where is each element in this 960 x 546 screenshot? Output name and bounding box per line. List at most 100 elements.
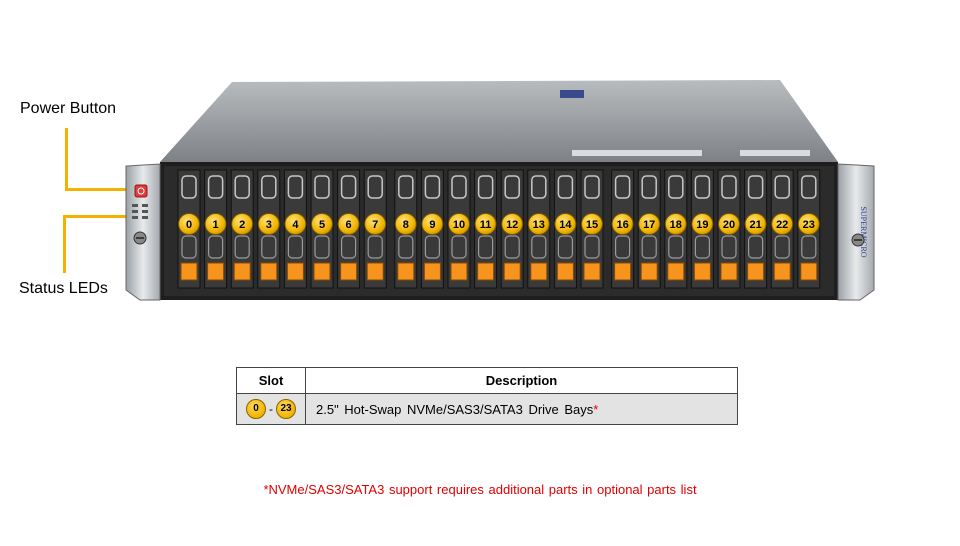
drive-tray-latch xyxy=(747,262,765,281)
drive-bay-16: 16 xyxy=(611,169,635,289)
drive-bay-6: 6 xyxy=(337,169,361,289)
bay-number-badge xyxy=(284,213,307,235)
table-row: 0-23 2.5" Hot-Swap NVMe/SAS3/SATA3 Drive… xyxy=(236,393,738,425)
drive-tray-latch xyxy=(366,262,384,281)
drive-bay-14: 14 xyxy=(553,169,577,289)
slot-column-header: Slot xyxy=(236,367,306,394)
bay-number-label: 18 xyxy=(670,219,682,231)
bay-number-badge xyxy=(448,213,470,235)
drive-bay-20: 20 xyxy=(717,169,741,289)
power-button-label: Power Button xyxy=(20,100,117,117)
drive-tray-latch xyxy=(450,262,468,281)
bay-number-label: 9 xyxy=(429,219,435,231)
bay-number-label: 1 xyxy=(213,219,219,231)
bay-number-label: 12 xyxy=(506,219,518,231)
bay-number-badge xyxy=(231,213,254,235)
bay-number-label: 2 xyxy=(239,219,245,231)
bay-number-badge xyxy=(691,213,714,235)
drive-bay-21: 21 xyxy=(744,169,768,289)
drive-bay-3: 3 xyxy=(257,169,281,289)
bay-number-badge xyxy=(311,213,333,235)
description-asterisk: * xyxy=(593,401,599,417)
drive-tray-latch xyxy=(800,262,818,281)
drive-tray-latch xyxy=(693,262,711,281)
slot-range-cell: 0-23 xyxy=(236,393,306,425)
chassis-label-sticker xyxy=(560,90,584,98)
drive-tray-latch xyxy=(530,262,548,281)
bay-number-label: 19 xyxy=(696,219,708,231)
bay-number-label: 23 xyxy=(803,219,815,231)
bay-number-badge xyxy=(474,213,497,235)
bay-number-badge xyxy=(581,213,603,235)
bay-number-badge xyxy=(527,213,550,235)
bay-number-badge xyxy=(638,213,661,235)
status-leds-callout-vertical xyxy=(63,215,66,273)
description-column-header: Description xyxy=(305,367,738,394)
drive-bay-5: 5 xyxy=(310,169,334,289)
bay-number-badge xyxy=(554,213,577,235)
drive-tray-latch xyxy=(260,262,278,281)
drive-tray-latch xyxy=(477,262,495,281)
slot-range-dash: - xyxy=(269,402,273,416)
drive-bay-17: 17 xyxy=(637,169,661,289)
drive-tray-latch xyxy=(423,262,441,281)
bay-number-label: 14 xyxy=(559,219,572,231)
bay-number-badge xyxy=(337,213,360,235)
drive-tray-latch xyxy=(180,262,198,281)
chassis-top-cover xyxy=(160,80,838,162)
drive-bay-9: 9 xyxy=(420,169,444,289)
bay-number-label: 10 xyxy=(453,219,465,231)
drive-bay-23: 23 xyxy=(797,169,821,289)
bay-number-badge xyxy=(771,213,794,235)
drive-tray-latch xyxy=(556,262,574,281)
left-rack-ear xyxy=(125,163,161,301)
bay-number-badge xyxy=(664,213,687,235)
status-leds-label: Status LEDs xyxy=(19,280,108,297)
bay-number-badge xyxy=(204,213,227,235)
bay-number-badge xyxy=(364,213,387,235)
bay-number-badge xyxy=(718,213,740,235)
bay-number-badge xyxy=(178,213,200,235)
slot-start-badge: 0 xyxy=(246,399,266,419)
drive-bay-4: 4 xyxy=(283,169,307,289)
drive-tray-latch xyxy=(397,262,415,281)
drive-tray-latch xyxy=(313,262,331,281)
bay-number-badge xyxy=(501,213,524,235)
bay-number-label: 16 xyxy=(616,219,628,231)
drive-tray-latch xyxy=(207,262,225,281)
drive-tray-latch xyxy=(773,262,791,281)
brand-logo: SUPERMICRO xyxy=(859,206,868,257)
bay-number-label: 5 xyxy=(319,219,325,231)
drive-bay-22: 22 xyxy=(770,169,794,289)
drive-tray-latch xyxy=(583,262,601,281)
drive-tray-latch xyxy=(614,262,632,281)
drive-bay-0: 0 xyxy=(177,169,201,289)
drive-bay-1: 1 xyxy=(204,169,228,289)
drive-bay-18: 18 xyxy=(664,169,688,289)
bay-number-badge xyxy=(797,213,820,235)
power-button-callout-horizontal xyxy=(65,188,127,191)
bay-number-label: 7 xyxy=(372,219,378,231)
table-header-row: Slot Description xyxy=(236,367,738,394)
power-button-callout-vertical xyxy=(65,128,68,190)
drive-tray-latch xyxy=(503,262,521,281)
drive-bay-8: 8 xyxy=(394,169,418,289)
bay-number-label: 20 xyxy=(723,219,735,231)
drive-bay-19: 19 xyxy=(690,169,714,289)
bay-number-badge xyxy=(744,213,767,235)
slot-end-badge: 23 xyxy=(276,399,296,419)
bay-number-label: 6 xyxy=(346,219,352,231)
bay-number-badge xyxy=(421,213,444,235)
description-text: 2.5" Hot-Swap NVMe/SAS3/SATA3 Drive Bays xyxy=(316,401,594,417)
bay-number-label: 13 xyxy=(533,219,545,231)
drive-bay-11: 11 xyxy=(474,169,498,289)
drive-bay-2: 2 xyxy=(230,169,254,289)
bay-number-badge xyxy=(394,213,417,235)
drive-bay-7: 7 xyxy=(363,169,387,289)
drive-tray-latch xyxy=(233,262,251,281)
bay-number-label: 0 xyxy=(186,219,192,231)
drive-tray-latch xyxy=(340,262,358,281)
drive-bay-13: 13 xyxy=(527,169,551,289)
drive-tray-latch xyxy=(667,262,685,281)
